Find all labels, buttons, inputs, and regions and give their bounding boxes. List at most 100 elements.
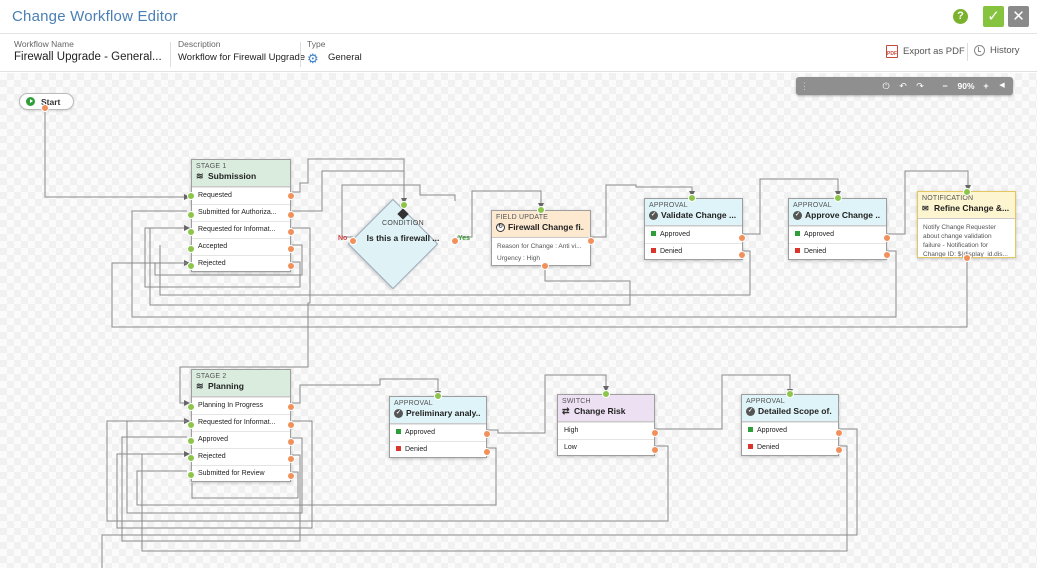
description-value[interactable]: Workflow for Firewall Upgrade xyxy=(178,52,306,63)
close-button[interactable]: ✕ xyxy=(1008,6,1029,27)
input-port[interactable] xyxy=(187,192,195,200)
denied-row[interactable]: Denied xyxy=(742,439,838,456)
state-row[interactable]: Approved xyxy=(192,431,290,448)
node-category: Switch xyxy=(562,398,591,405)
node-header: Approval ✓Detailed Scope of... xyxy=(742,395,838,422)
notification-node[interactable]: Notification ✉Refine Change &... Notify … xyxy=(917,191,1016,258)
stage-2-node[interactable]: Stage 2 ≋Planning Planning In Progress R… xyxy=(191,369,291,482)
output-port[interactable] xyxy=(287,455,295,463)
denied-row[interactable]: Denied xyxy=(645,243,742,260)
refresh-icon: ↻ xyxy=(496,222,505,232)
output-port[interactable] xyxy=(883,251,891,259)
stage-1-node[interactable]: Stage 1 ≋Submission Requested Submitted … xyxy=(191,159,291,272)
output-port[interactable] xyxy=(349,237,357,245)
workflow-name-value[interactable]: Firewall Upgrade - General... xyxy=(14,51,162,63)
output-port[interactable] xyxy=(287,245,295,253)
switch-node[interactable]: Switch ⇄Change Risk High Low xyxy=(557,394,655,456)
input-port[interactable] xyxy=(602,390,610,398)
field-update-node[interactable]: Field Update ↻Firewall Change fi... Reas… xyxy=(491,210,591,266)
output-port[interactable] xyxy=(287,228,295,236)
zoom-out-button[interactable]: − xyxy=(942,81,948,91)
output-port[interactable] xyxy=(541,262,549,270)
zoom-in-button[interactable]: + xyxy=(983,81,989,91)
approval-approve-node[interactable]: Approval ✓Approve Change ... Approved De… xyxy=(788,198,887,260)
output-port[interactable] xyxy=(651,446,659,454)
input-port[interactable] xyxy=(187,211,195,219)
history-button[interactable]: History xyxy=(974,45,1020,56)
node-title: ✓Approve Change ... xyxy=(793,210,880,220)
output-port[interactable] xyxy=(738,251,746,259)
output-port[interactable] xyxy=(287,262,295,270)
input-port[interactable] xyxy=(187,245,195,253)
node-header: Stage 1 ≋Submission xyxy=(192,160,290,187)
start-label: Start xyxy=(41,97,61,107)
node-category: Notification xyxy=(922,195,974,202)
output-port[interactable] xyxy=(287,421,295,429)
state-row[interactable]: Requested for Informat... xyxy=(192,221,290,238)
output-port[interactable] xyxy=(287,472,295,480)
approval-validate-node[interactable]: Approval ✓Validate Change ... Approved D… xyxy=(644,198,743,260)
output-port[interactable] xyxy=(587,237,595,245)
approved-row[interactable]: Approved xyxy=(742,422,838,439)
state-row[interactable]: Submitted for Authoriza... xyxy=(192,204,290,221)
type-value[interactable]: General xyxy=(328,52,362,63)
output-port[interactable] xyxy=(287,211,295,219)
export-pdf-button[interactable]: PDF Export as PDF xyxy=(886,45,965,58)
output-port[interactable] xyxy=(287,192,295,200)
input-port[interactable] xyxy=(187,262,195,270)
output-port[interactable] xyxy=(287,403,295,411)
input-port[interactable] xyxy=(187,471,195,479)
output-port[interactable] xyxy=(651,429,659,437)
low-row[interactable]: Low xyxy=(558,439,654,456)
output-port[interactable] xyxy=(738,234,746,242)
state-row[interactable]: Requested xyxy=(192,187,290,204)
input-port[interactable] xyxy=(963,188,971,196)
check-circle-icon: ✓ xyxy=(793,210,802,220)
denied-row[interactable]: Denied xyxy=(789,243,886,260)
undo-icon[interactable]: ↶ xyxy=(899,81,907,91)
input-port[interactable] xyxy=(537,206,545,214)
toolbar-grip-icon[interactable]: ⋮ xyxy=(800,81,809,91)
output-port[interactable] xyxy=(835,429,843,437)
node-category: Approval xyxy=(793,202,832,209)
state-row[interactable]: Rejected xyxy=(192,448,290,465)
input-port[interactable] xyxy=(434,392,442,400)
help-icon[interactable]: ? xyxy=(953,9,968,24)
workflow-info-bar: Workflow Name Firewall Upgrade - General… xyxy=(0,34,1037,72)
node-title: ✉Refine Change &... xyxy=(922,203,1009,213)
input-port[interactable] xyxy=(187,403,195,411)
approved-row[interactable]: Approved xyxy=(645,226,742,243)
approval-preliminary-node[interactable]: Approval ✓Preliminary analy... Approved … xyxy=(389,396,487,458)
output-port[interactable] xyxy=(963,254,971,262)
approval-detailed-scope-node[interactable]: Approval ✓Detailed Scope of... Approved … xyxy=(741,394,839,456)
redo-icon[interactable]: ↷ xyxy=(916,81,924,91)
state-row[interactable]: Requested for Informat... xyxy=(192,414,290,431)
output-port[interactable] xyxy=(835,446,843,454)
denied-row[interactable]: Denied xyxy=(390,441,486,458)
input-port[interactable] xyxy=(187,421,195,429)
input-port[interactable] xyxy=(786,390,794,398)
output-port[interactable] xyxy=(483,430,491,438)
input-port[interactable] xyxy=(834,194,842,202)
input-port[interactable] xyxy=(187,437,195,445)
input-port[interactable] xyxy=(688,194,696,202)
input-port[interactable] xyxy=(187,228,195,236)
output-port[interactable] xyxy=(883,234,891,242)
output-port[interactable] xyxy=(41,104,49,112)
state-row[interactable]: Accepted xyxy=(192,238,290,255)
input-port[interactable] xyxy=(400,201,408,209)
approved-row[interactable]: Approved xyxy=(789,226,886,243)
approved-row[interactable]: Approved xyxy=(390,424,486,441)
input-port[interactable] xyxy=(187,454,195,462)
high-row[interactable]: High xyxy=(558,422,654,439)
workflow-canvas[interactable]: ⋮ ⏻ ↶ ↷ − 90% + ◀ Start Stage 1 ≋Submiss… xyxy=(0,73,1037,568)
output-port[interactable] xyxy=(451,237,459,245)
output-port[interactable] xyxy=(483,448,491,456)
state-row[interactable]: Planning In Progress xyxy=(192,397,290,414)
confirm-button[interactable]: ✓ xyxy=(983,6,1004,27)
state-row[interactable]: Submitted for Review xyxy=(192,465,290,482)
collapse-toolbar-icon[interactable]: ◀ xyxy=(999,82,1005,89)
state-row[interactable]: Rejected xyxy=(192,255,290,272)
power-icon[interactable]: ⏻ xyxy=(882,81,890,91)
output-port[interactable] xyxy=(287,438,295,446)
